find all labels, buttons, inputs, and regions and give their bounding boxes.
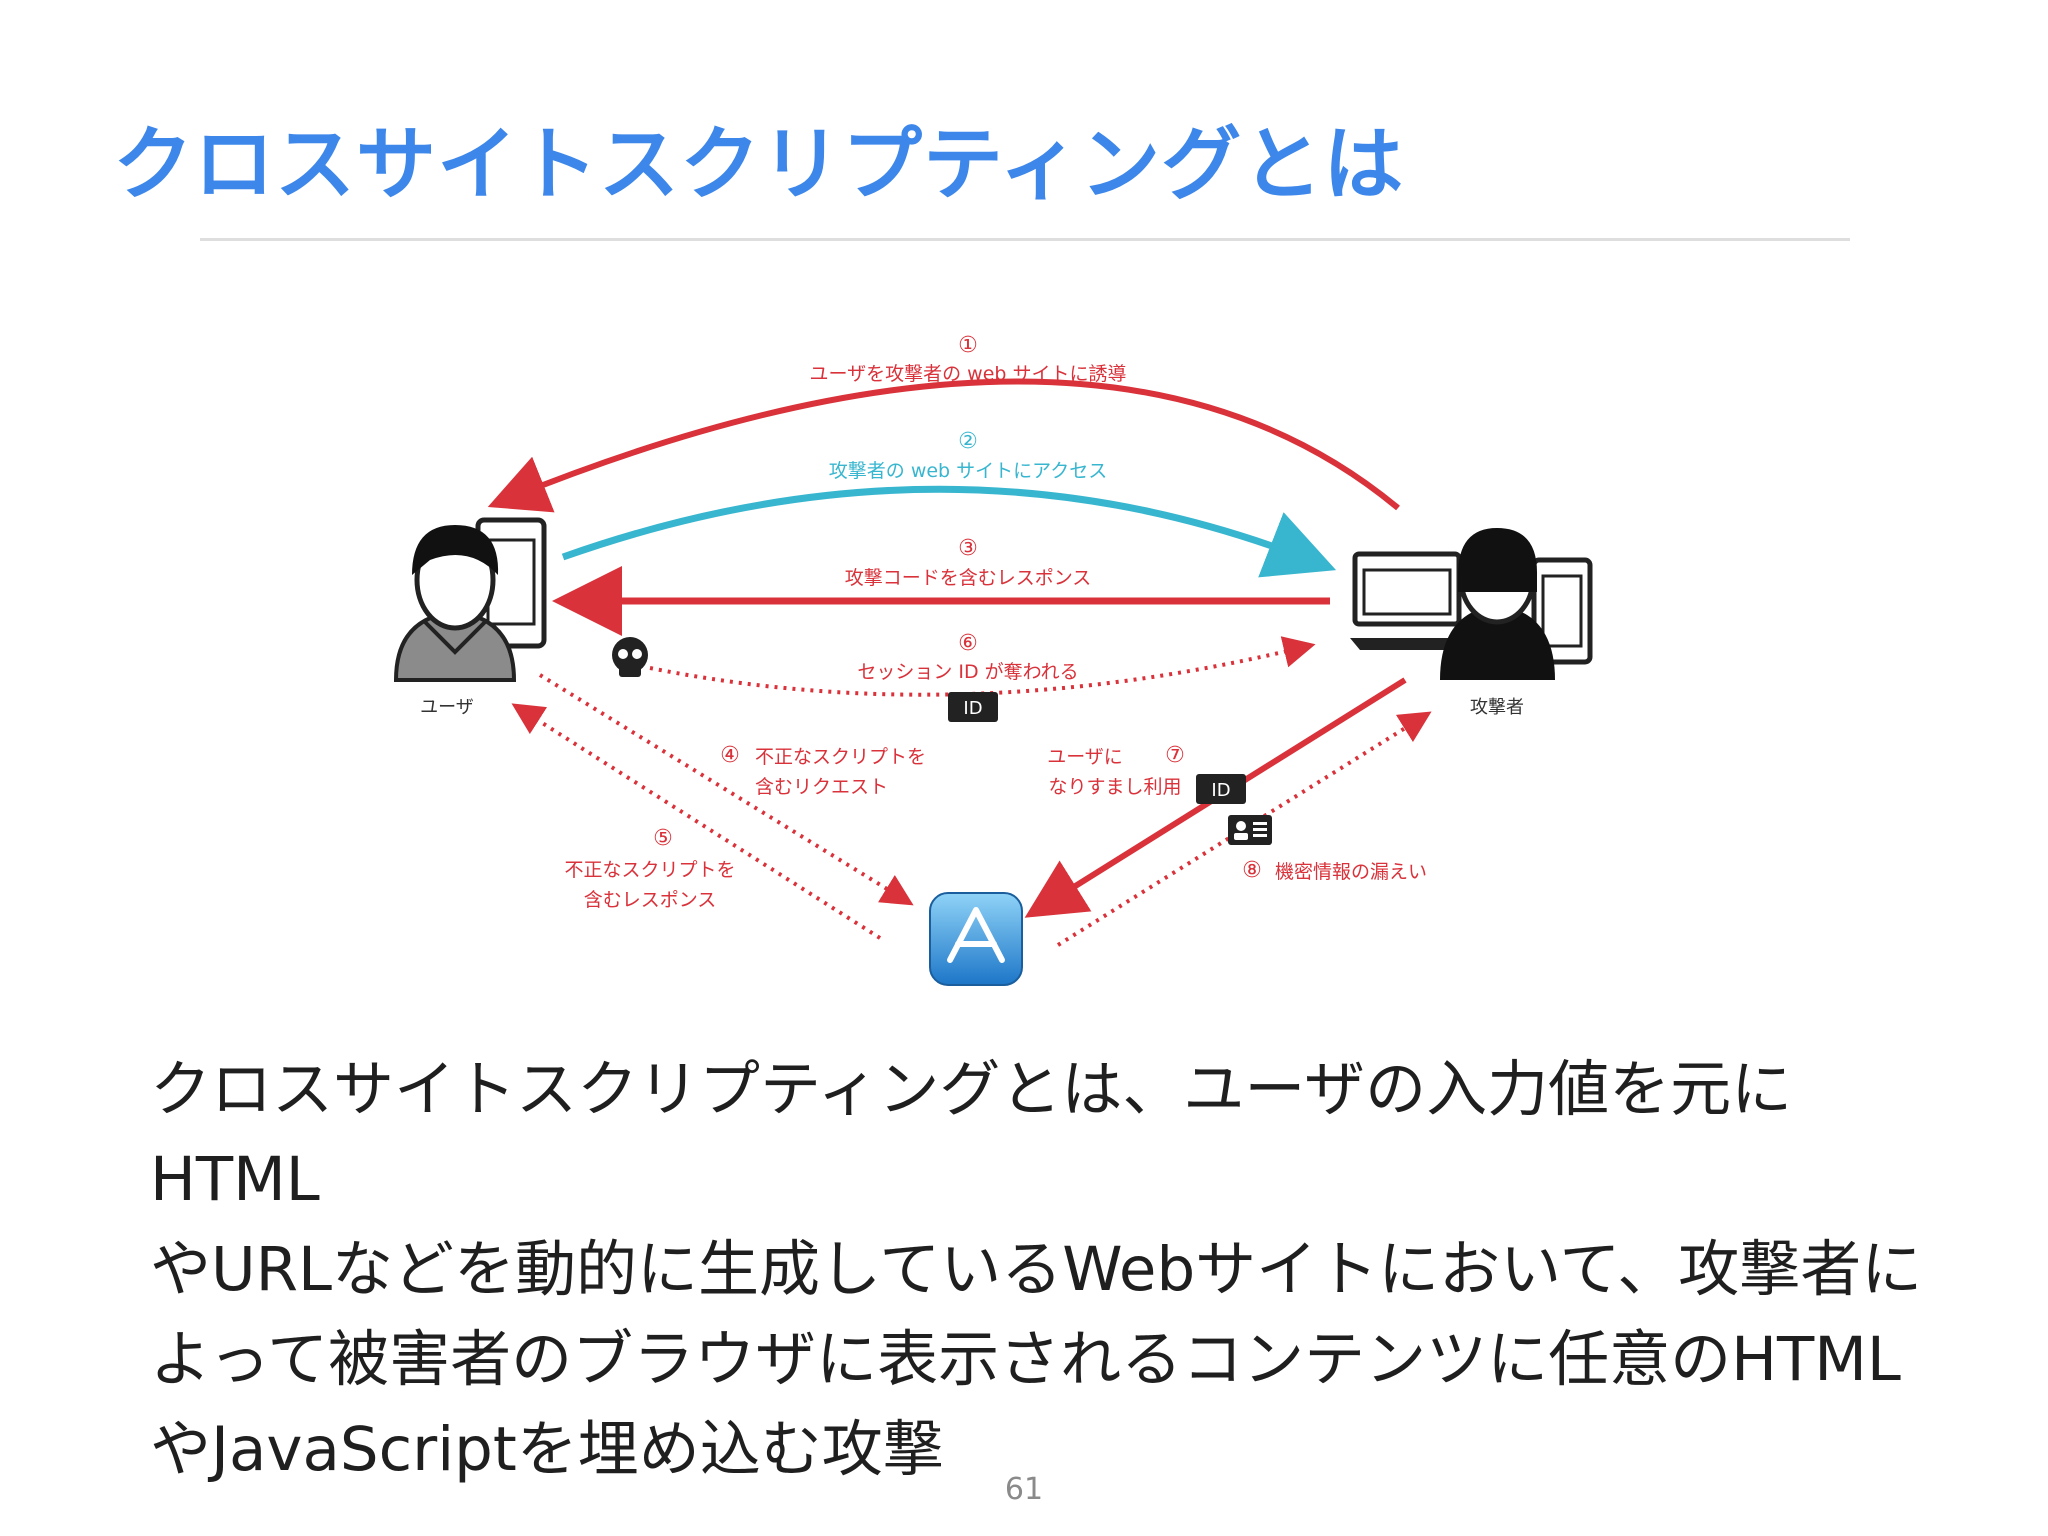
session-id-badge: ID xyxy=(948,692,998,722)
step-3-number: ③ xyxy=(958,536,978,561)
step-5-number: ⑤ xyxy=(653,826,673,851)
arrow-step-1 xyxy=(487,378,1400,513)
body-line: やJavaScriptを埋め込む攻撃 xyxy=(150,1414,944,1485)
stolen-id-badge: ID xyxy=(1196,774,1246,804)
svg-text:ID: ID xyxy=(963,698,982,719)
step-8-label: 機密情報の漏えい xyxy=(1275,861,1427,883)
slide-title: クロスサイトスクリプティングとは xyxy=(113,118,1405,211)
step-7-number: ⑦ xyxy=(1165,743,1185,768)
web-app-icon xyxy=(929,892,1023,986)
attacker-label: 攻撃者 xyxy=(1470,697,1524,718)
step-5-label-line1: 不正なスクリプトを xyxy=(564,859,735,881)
step-6-number: ⑥ xyxy=(958,631,978,656)
step-2-label: 攻撃者の web サイトにアクセス xyxy=(829,460,1107,482)
user-person-icon xyxy=(393,517,547,682)
arrow-step-6 xyxy=(649,636,1316,697)
body-line: クロスサイトスクリプティングとは、ユーザの入力値を元にHTML xyxy=(150,1054,1793,1215)
attacker-person-icon xyxy=(1350,528,1593,680)
arrow-step-2 xyxy=(561,485,1337,578)
step-5-label-line2: 含むレスポンス xyxy=(584,889,717,911)
step-6-label: セッション ID が奪われる xyxy=(857,661,1078,683)
step-4-number: ④ xyxy=(720,743,740,768)
arrow-step-8 xyxy=(1056,711,1432,947)
step-4-label-line2: 含むリクエスト xyxy=(755,776,888,798)
user-label: ユーザ xyxy=(420,697,474,718)
step-8-number: ⑧ xyxy=(1242,858,1262,883)
step-7-label-line1: ユーザに xyxy=(1047,746,1123,768)
step-1-label: ユーザを攻撃者の web サイトに誘導 xyxy=(810,363,1127,385)
step-1-number: ① xyxy=(958,333,978,358)
page-number: 61 xyxy=(1004,1472,1044,1507)
title-divider xyxy=(200,238,1850,241)
step-4-label-line1: 不正なスクリプトを xyxy=(755,746,926,768)
skull-icon xyxy=(612,637,648,677)
body-line: やURLなどを動的に生成しているWebサイトにおいて、攻撃者に xyxy=(150,1234,1923,1305)
body-text: クロスサイトスクリプティングとは、ユーザの入力値を元にHTML やURLなどを動… xyxy=(150,1045,1950,1495)
step-3-label: 攻撃コードを含むレスポンス xyxy=(845,567,1092,589)
arrow-step-4 xyxy=(538,673,914,906)
step-7-label-line2: なりすまし利用 xyxy=(1048,776,1181,798)
step-2-number: ② xyxy=(958,429,978,454)
svg-text:ID: ID xyxy=(1211,780,1230,801)
body-line: よって被害者のブラウザに表示されるコンテンツに任意のHTML xyxy=(150,1324,1901,1395)
id-card-icon xyxy=(1228,815,1272,845)
